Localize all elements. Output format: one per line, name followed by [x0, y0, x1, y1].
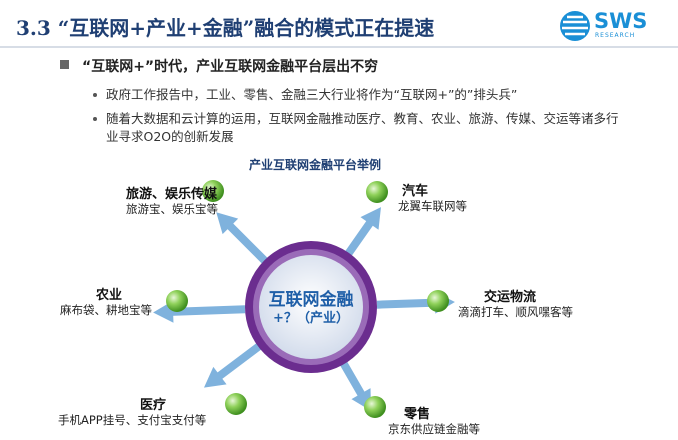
node-sub-retail: 京东供应链金融等: [388, 422, 480, 436]
node-label-medical: 医疗: [140, 398, 167, 413]
sub-bullet-1: 政府工作报告中，工业、零售、金融三大行业将作为“互联网+”的”排头兵”: [93, 86, 646, 104]
node-ball-medical: [225, 393, 247, 415]
hub-diagram: [153, 180, 455, 418]
logo-subtext: RESEARCH: [595, 32, 636, 39]
sub-bullet-1-text: 政府工作报告中，工业、零售、金融三大行业将作为“互联网+”的”排头兵”: [106, 87, 518, 102]
sub-bullet-2: 随着大数据和云计算的运用，互联网金融推动医疗、教育、农业、旅游、传媒、交运等诸多…: [93, 110, 626, 146]
bullet-dot-icon: [93, 117, 97, 121]
node-ball-travel: [202, 180, 224, 202]
hub-title: 互联网金融: [268, 290, 354, 310]
node-ball-agriculture: [166, 290, 188, 312]
arrow-auto: [340, 207, 381, 262]
node-sub-agriculture: 麻布袋、耕地宝等: [60, 303, 152, 317]
node-sub-travel: 旅游宝、娱乐宝等: [126, 202, 218, 216]
hub-center: [259, 255, 363, 359]
logo-text: SWS: [594, 9, 648, 33]
slide-title: 3.3 “互联网+产业+金融”融合的模式正在提速: [16, 16, 435, 40]
sub-bullet-2-text: 随着大数据和云计算的运用，互联网金融推动医疗、教育、农业、旅游、传媒、交运等诸多…: [106, 111, 619, 144]
node-label-logistics: 交运物流: [484, 290, 537, 305]
title-bar: 3.3 “互联网+产业+金融”融合的模式正在提速 SWS RESEARCH: [0, 0, 678, 50]
diagram-caption-text: 产业互联网金融平台举例: [248, 158, 381, 172]
node-ball-retail: [364, 396, 386, 418]
node-ball-logistics: [427, 290, 449, 312]
hub-subtitle: +？（产业）: [273, 311, 349, 326]
diagram-caption: 产业互联网金融平台举例: [0, 156, 678, 173]
bullet-square-icon: [60, 60, 69, 69]
node-label-auto: 汽车: [402, 184, 429, 199]
node-sub-auto: 龙翼车联网等: [398, 199, 467, 213]
main-bullet-text: “互联网+”时代，产业互联网金融平台层出不穷: [82, 59, 379, 75]
bullet-dot-icon: [93, 93, 97, 97]
arrow-travel: [216, 212, 273, 269]
arrow-medical: [203, 338, 268, 388]
sws-logo: SWS RESEARCH: [558, 6, 670, 46]
node-ball-auto: [366, 181, 388, 203]
globe-icon: [560, 11, 590, 41]
node-sub-medical: 手机APP挂号、支付宝支付等: [58, 413, 207, 427]
node-sub-logistics: 滴滴打车、顺风嘿客等: [458, 305, 573, 319]
title-divider: [0, 46, 678, 48]
node-label-travel: 旅游、娱乐传媒: [126, 187, 218, 202]
node-label-agriculture: 农业: [96, 288, 123, 303]
node-label-retail: 零售: [404, 407, 431, 422]
